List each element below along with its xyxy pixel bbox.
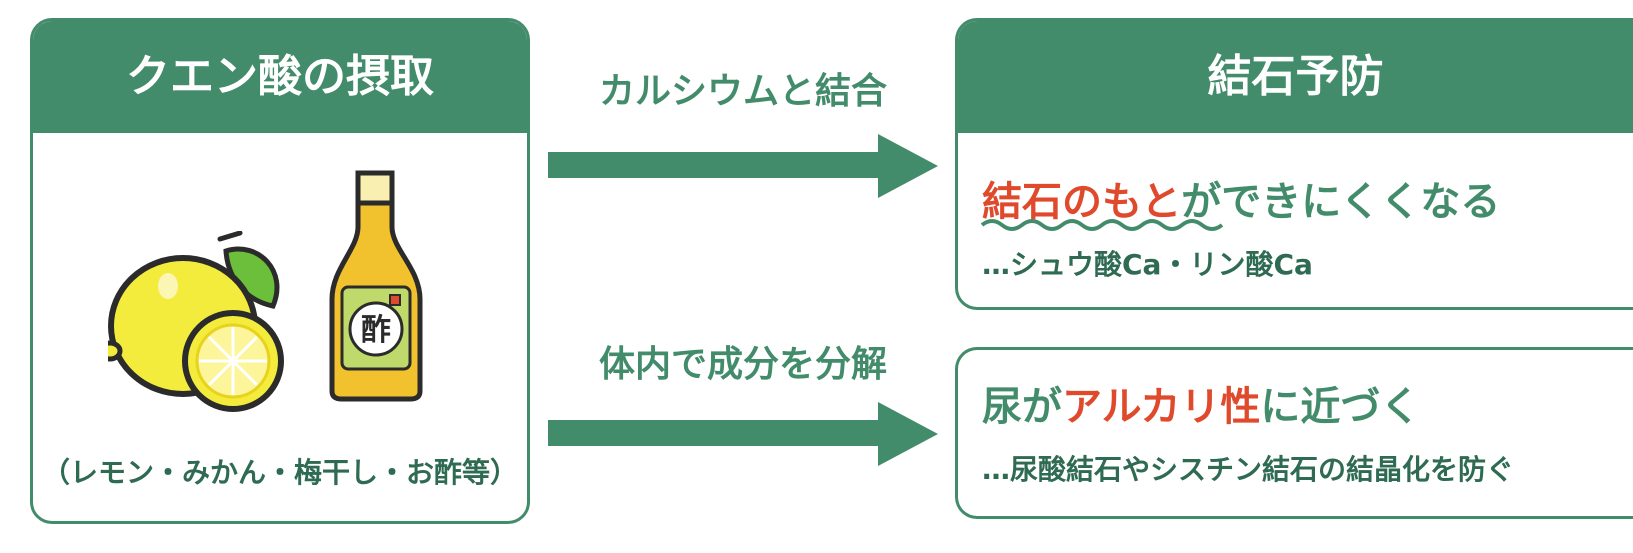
urine-alkaline-lead-post: に近づく bbox=[1260, 384, 1421, 430]
urine-alkaline-box: 尿がアルカリ性に近づく …尿酸結石やシスチン結石の結晶化を防ぐ bbox=[955, 347, 1633, 519]
arrow-top-label: カルシウムと結合 bbox=[598, 71, 887, 112]
stone-types-note: …シュウ酸Ca・リン酸Ca bbox=[982, 248, 1313, 281]
vinegar-bottle-icon: 酢 bbox=[329, 170, 423, 402]
crystallization-note: …尿酸結石やシスチン結石の結晶化を防ぐ bbox=[982, 453, 1515, 486]
stone-prevention-title: 結石予防 bbox=[958, 21, 1633, 133]
citric-acid-intake-title: クエン酸の摂取 bbox=[33, 21, 527, 133]
urine-alkaline-lead-pre: 尿が bbox=[982, 384, 1062, 430]
arrow-right-icon bbox=[548, 134, 938, 198]
stone-prevention-lead: 結石のもとができにくくなる bbox=[982, 169, 1500, 227]
stone-origin-highlight: 結石のもと bbox=[982, 179, 1182, 225]
stone-prevention-lead-rest: ができにくくなる bbox=[1181, 179, 1501, 225]
alkaline-highlight: アルカリ性 bbox=[1062, 384, 1261, 430]
arrow-bottom-label: 体内で成分を分解 bbox=[598, 344, 887, 385]
lemon-icon bbox=[108, 231, 284, 412]
arrow-right-icon bbox=[548, 402, 938, 466]
vinegar-label: 酢 bbox=[361, 313, 391, 348]
citric-acid-intake-box: クエン酸の摂取 酢 （レモン・みかん・梅干し・お酢等） bbox=[30, 18, 530, 524]
wavy-underline bbox=[980, 219, 1224, 231]
urine-alkaline-lead: 尿がアルカリ性に近づく bbox=[982, 374, 1420, 432]
stone-prevention-box: 結石予防 結石のもとができにくくなる …シュウ酸Ca・リン酸Ca bbox=[955, 18, 1633, 310]
food-examples-caption: （レモン・みかん・梅干し・お酢等） bbox=[41, 456, 518, 489]
